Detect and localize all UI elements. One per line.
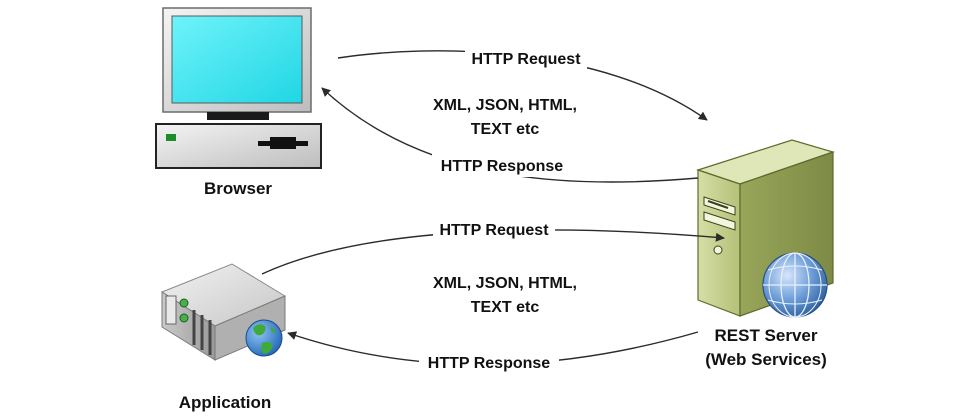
rest-server-label-line2: (Web Services)	[705, 350, 827, 369]
bottom-request-label: HTTP Request	[439, 222, 549, 239]
bottom-formats-line2: TEXT etc	[471, 299, 540, 316]
top-formats-line1: XML, JSON, HTML,	[433, 97, 577, 114]
bottom-response-label: HTTP Response	[428, 355, 551, 372]
earth-globe-icon	[245, 319, 283, 357]
application-label: Application	[179, 393, 272, 412]
top-response-label: HTTP Response	[441, 158, 564, 175]
top-formats-line2: TEXT etc	[471, 121, 540, 138]
rest-server-label-line1: REST Server	[715, 326, 818, 345]
globe-icon	[762, 252, 828, 318]
top-request-label: HTTP Request	[471, 51, 581, 68]
computer-icon	[155, 7, 322, 169]
bottom-formats-line1: XML, JSON, HTML,	[433, 275, 577, 292]
browser-label: Browser	[204, 179, 272, 198]
